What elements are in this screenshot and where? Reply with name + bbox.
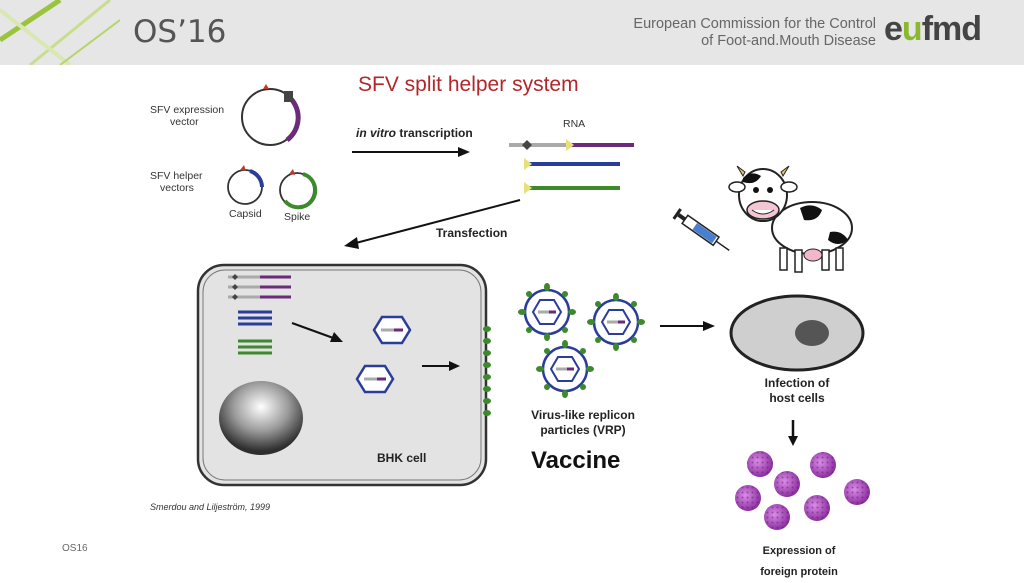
eufmd-logo-e: e bbox=[884, 10, 903, 48]
transcription-label: in vitro transcription bbox=[356, 126, 473, 141]
bhk-cell-label: BHK cell bbox=[377, 451, 427, 465]
eufmd-logo-fmd: fmd bbox=[921, 10, 982, 48]
expression-line-1: Expression of bbox=[762, 545, 836, 557]
cow-icon bbox=[728, 165, 853, 273]
expression-vector-label: SFV expression vector bbox=[150, 104, 224, 128]
infection-line-1: Infection of bbox=[764, 376, 830, 390]
transfection-label: Transfection bbox=[436, 226, 508, 240]
capsid-helper-plasmid bbox=[227, 165, 264, 205]
vrp-label: Virus-like replicon particles (VRP) bbox=[521, 408, 645, 438]
os16-logo: OS’16 bbox=[133, 14, 227, 50]
transcription-label-rest: transcription bbox=[396, 126, 473, 140]
footer-label: OS16 bbox=[62, 543, 88, 554]
expression-label: Expression of foreign protein bbox=[736, 541, 862, 583]
helper-vectors-label: SFV helper vectors bbox=[150, 170, 203, 194]
slide-title: SFV split helper system bbox=[358, 73, 579, 96]
vaccine-label: Vaccine bbox=[531, 447, 621, 474]
infection-label: Infection of host cells bbox=[742, 376, 852, 406]
eufmd-logo-u: u bbox=[901, 10, 923, 48]
vrp-line-1: Virus-like replicon bbox=[531, 408, 635, 422]
citation: Smerdou and Liljeström, 1999 bbox=[150, 502, 271, 512]
host-cell bbox=[729, 294, 865, 372]
expression-vector-line-1: SFV expression bbox=[150, 104, 225, 116]
expression-line-2: foreign protein bbox=[760, 566, 838, 578]
rna-label: RNA bbox=[563, 118, 586, 130]
spike-label: Spike bbox=[284, 211, 311, 223]
eufmd-logo: eufmd bbox=[884, 10, 982, 49]
rna-strands bbox=[509, 139, 634, 194]
org-line-2: of Foot-and.Mouth Disease bbox=[701, 33, 876, 49]
organization-name: European Commission for the Control of F… bbox=[600, 16, 876, 50]
expression-vector-line-2: vector bbox=[170, 116, 199, 128]
transcription-label-italic: in vitro bbox=[356, 126, 397, 140]
infection-line-2: host cells bbox=[769, 391, 825, 405]
helper-vectors-line-1: SFV helper bbox=[150, 170, 203, 182]
syringe-icon bbox=[672, 208, 730, 251]
header-bar: OS’16 European Commission for the Contro… bbox=[0, 0, 1024, 65]
decorative-stripes bbox=[0, 0, 120, 65]
org-line-1: European Commission for the Control bbox=[633, 16, 876, 32]
vrp-line-2: particles (VRP) bbox=[540, 423, 626, 437]
vrp-particles bbox=[518, 283, 645, 398]
spike-helper-plasmid bbox=[279, 169, 318, 210]
expression-vector-plasmid bbox=[241, 84, 301, 146]
foreign-protein-particles bbox=[735, 451, 870, 530]
capsid-label: Capsid bbox=[229, 208, 262, 220]
bhk-cell bbox=[196, 263, 491, 487]
helper-vectors-line-2: vectors bbox=[160, 182, 194, 194]
